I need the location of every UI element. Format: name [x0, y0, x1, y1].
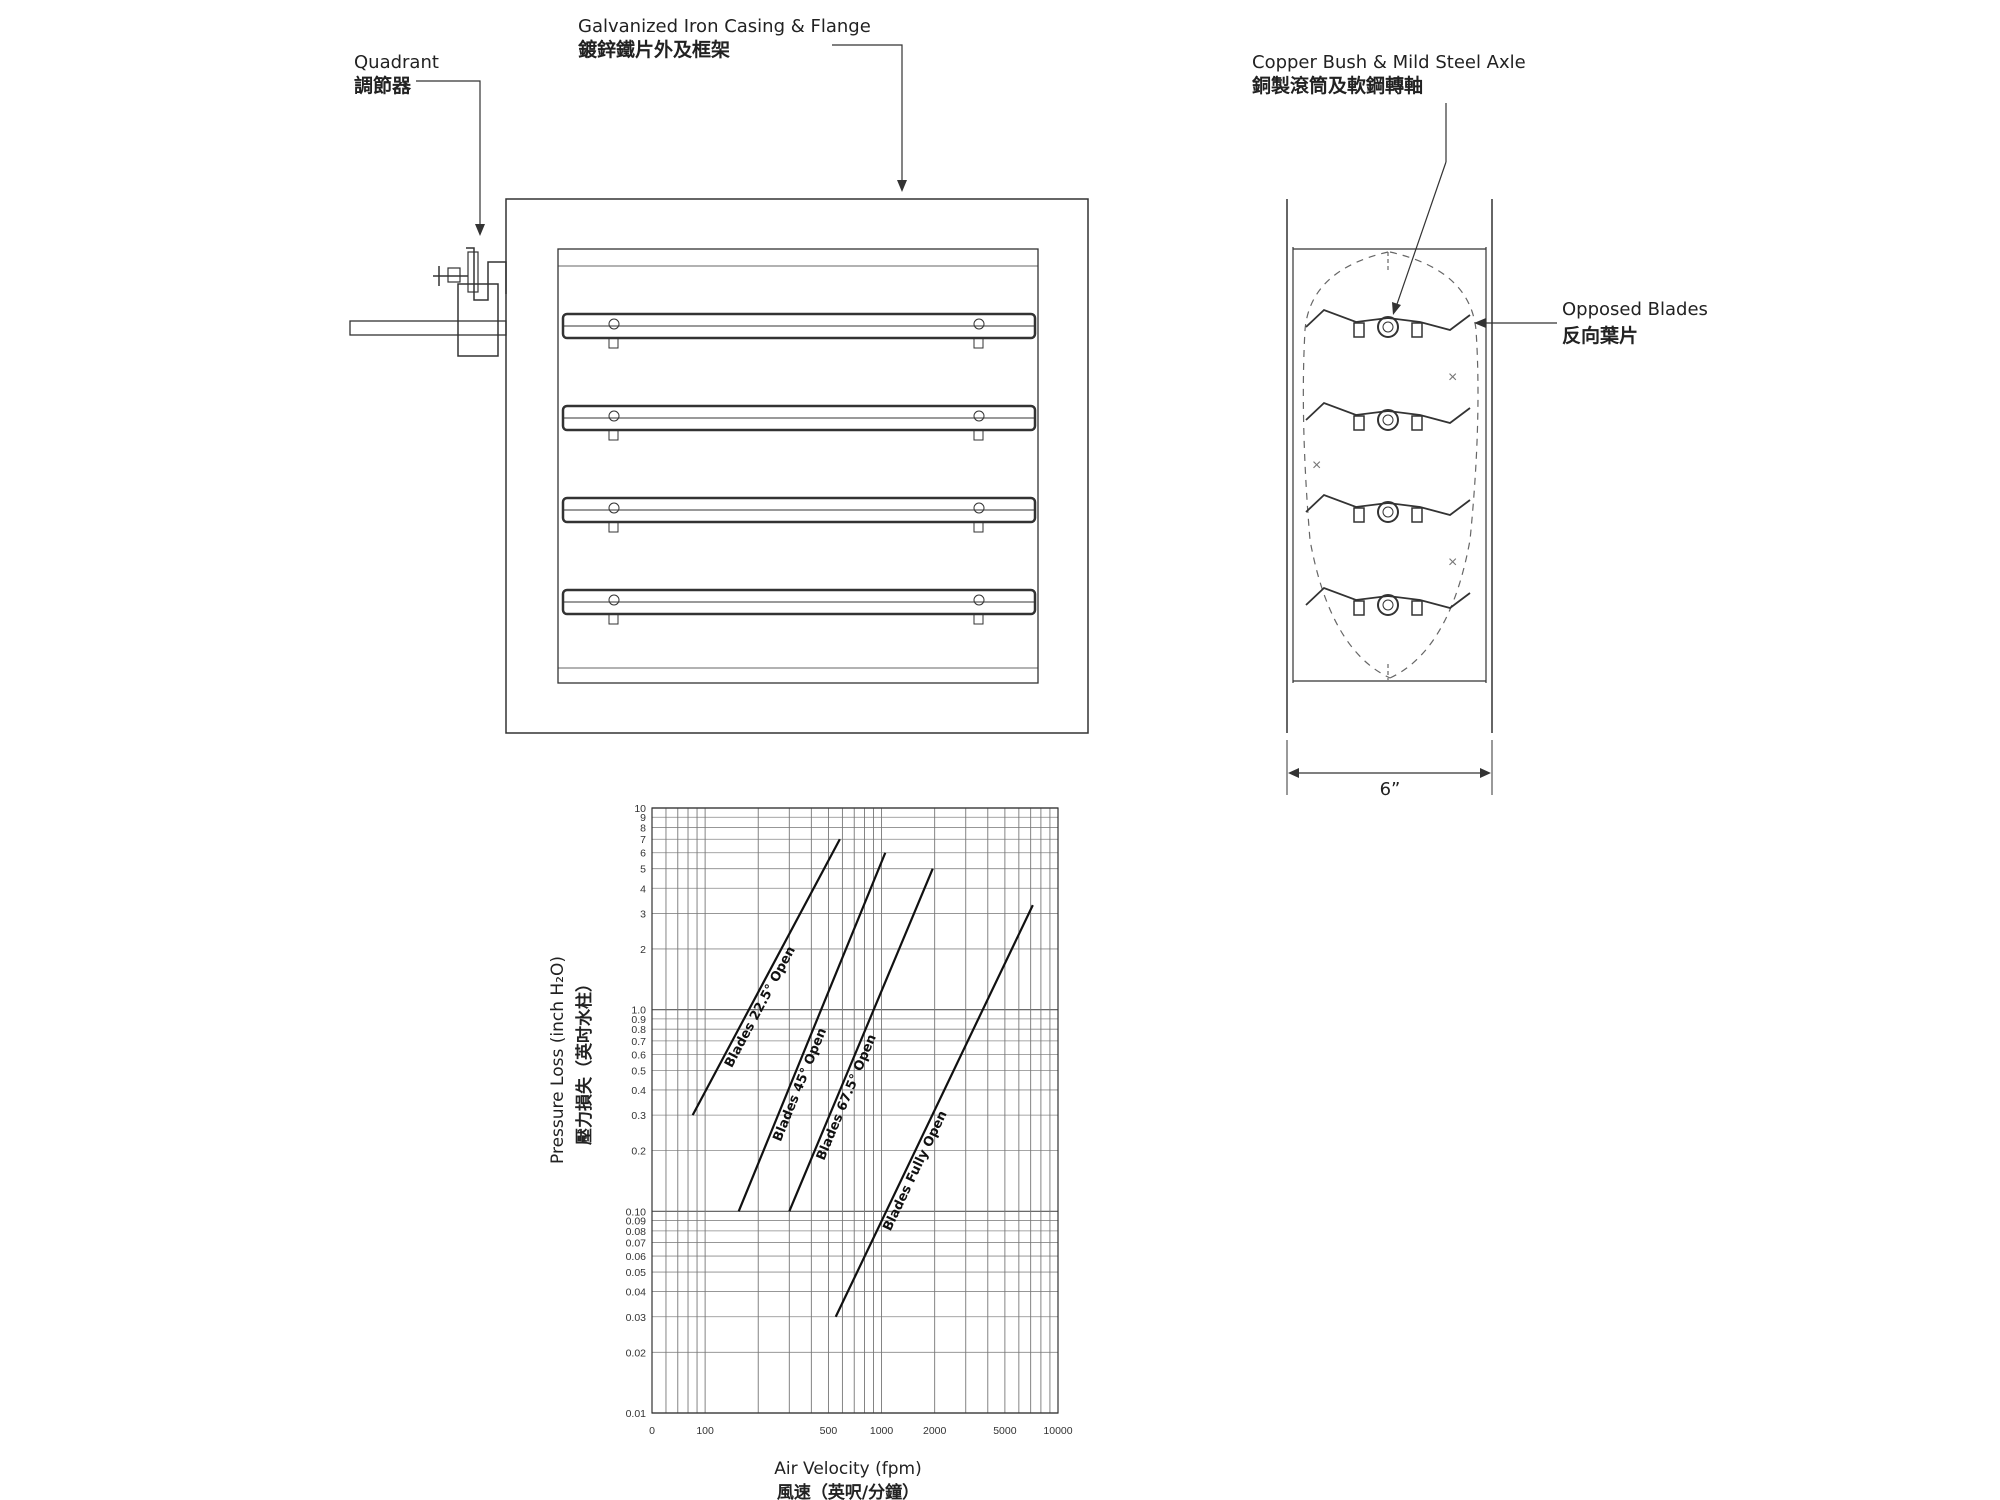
x-tick-label: 100 — [696, 1425, 714, 1437]
front-blade-4 — [561, 588, 1037, 625]
front-blade-1 — [561, 312, 1037, 349]
bush-label-cn: 銅製滾筒及軟鋼轉軸 — [1252, 74, 1423, 97]
series-label: Blades 45° Open — [770, 1026, 830, 1144]
chart-grid — [651, 807, 1059, 1414]
callout-leaders-front — [416, 44, 907, 236]
y-tick-label: 0.07 — [626, 1238, 647, 1250]
svg-text:×: × — [1448, 554, 1457, 571]
series-line — [788, 868, 934, 1212]
y-tick-label: 0.2 — [631, 1146, 646, 1158]
front-blade-2 — [561, 404, 1037, 441]
x-tick-label: 10000 — [1043, 1425, 1072, 1437]
series-line — [834, 904, 1034, 1318]
x-axis-label: Air Velocity (fpm) — [774, 1459, 921, 1479]
y-tick-label: 7 — [640, 834, 646, 846]
y-tick-label: 4 — [640, 883, 646, 895]
side-blade-4 — [1305, 586, 1471, 616]
y-tick-label: 10 — [634, 803, 646, 815]
y-tick-label: 0.10 — [626, 1206, 647, 1218]
y-axis-label: Pressure Loss (inch H₂O) — [548, 956, 568, 1164]
blades-label-cn: 反向葉片 — [1562, 324, 1638, 347]
y-tick-label: 0.01 — [626, 1408, 647, 1420]
y-tick-label: 1.0 — [631, 1005, 646, 1017]
y-tick-label: 0.03 — [626, 1312, 647, 1324]
dimension-line — [1286, 740, 1493, 795]
y-tick-label: 0.8 — [631, 1024, 646, 1036]
y-tick-label: 8 — [640, 823, 646, 835]
y-tick-label: 0.06 — [626, 1251, 647, 1263]
front-blade-3 — [561, 496, 1037, 533]
series-line — [737, 852, 887, 1212]
side-blade-3 — [1305, 493, 1471, 523]
y-tick-label: 5 — [640, 864, 646, 876]
y-tick-label: 0.9 — [631, 1014, 646, 1026]
x-tick-label: 500 — [820, 1425, 838, 1437]
damper-front-view — [349, 198, 1089, 734]
plot-frame — [651, 807, 1059, 1414]
callout-texts: Quadrant 調節器 Galvanized Iron Casing & Fl… — [354, 16, 1708, 800]
y-tick-label: 9 — [640, 812, 646, 824]
x-axis-label-cn: 風速（英呎/分鐘） — [777, 1482, 919, 1500]
x-tick-label: 5000 — [993, 1425, 1017, 1437]
svg-text:×: × — [1312, 457, 1321, 474]
casing-label-en: Galvanized Iron Casing & Flange — [578, 16, 871, 37]
quadrant-label-cn: 調節器 — [354, 74, 412, 97]
y-tick-label: 0.4 — [631, 1085, 646, 1097]
x-tick-label: 2000 — [923, 1425, 947, 1437]
x-tick-label: 1000 — [870, 1425, 894, 1437]
x-tick-label: 0 — [649, 1425, 655, 1437]
x-tick-labels: 0 100 500 1000 2000 5000 10000 — [649, 1425, 1073, 1437]
y-tick-label: 0.02 — [626, 1347, 647, 1359]
y-tick-label: 6 — [640, 848, 646, 860]
casing-label-cn: 鍍鋅鐵片外及框架 — [577, 38, 730, 61]
y-tick-label: 3 — [640, 908, 646, 920]
y-tick-label: 0.3 — [631, 1110, 646, 1122]
y-tick-label: 0.7 — [631, 1036, 646, 1048]
series-label: Blades 22.5° Open — [722, 944, 799, 1070]
series-label: Blades Fully Open — [880, 1109, 950, 1234]
y-tick-label: 0.5 — [631, 1065, 646, 1077]
side-blade-1 — [1305, 308, 1471, 338]
outer-flange — [505, 198, 1089, 734]
y-tick-label: 0.09 — [626, 1216, 647, 1228]
y-tick-label: 0.04 — [626, 1287, 647, 1299]
bush-label-en: Copper Bush & Mild Steel Axle — [1252, 52, 1526, 73]
y-tick-labels: 0.01 0.02 0.03 0.04 0.05 0.060.070.080.090.10… — [626, 803, 647, 1420]
y-tick-label: 2 — [640, 944, 646, 956]
damper-side-view: × × × — [1286, 199, 1493, 795]
series-line — [691, 838, 841, 1116]
pressure-loss-chart: 0.01 0.02 0.03 0.04 0.05 0.060.070.080.090.10… — [548, 803, 1073, 1500]
quadrant-label-en: Quadrant — [354, 52, 439, 73]
svg-text:×: × — [1448, 369, 1457, 386]
inner-casing — [557, 248, 1039, 684]
series-label: Blades 67.5° Open — [814, 1032, 880, 1162]
blades-label-en: Opposed Blades — [1562, 299, 1708, 320]
y-tick-label: 0.08 — [626, 1226, 647, 1238]
y-axis-label-cn: 壓力損失（英吋水柱） — [574, 975, 595, 1145]
y-tick-label: 0.05 — [626, 1267, 647, 1279]
callout-leaders-side — [1392, 103, 1557, 328]
side-blade-2 — [1305, 401, 1471, 431]
y-tick-label: 0.6 — [631, 1049, 646, 1061]
quadrant-handle — [349, 247, 507, 357]
dimension-label: 6” — [1380, 779, 1401, 800]
